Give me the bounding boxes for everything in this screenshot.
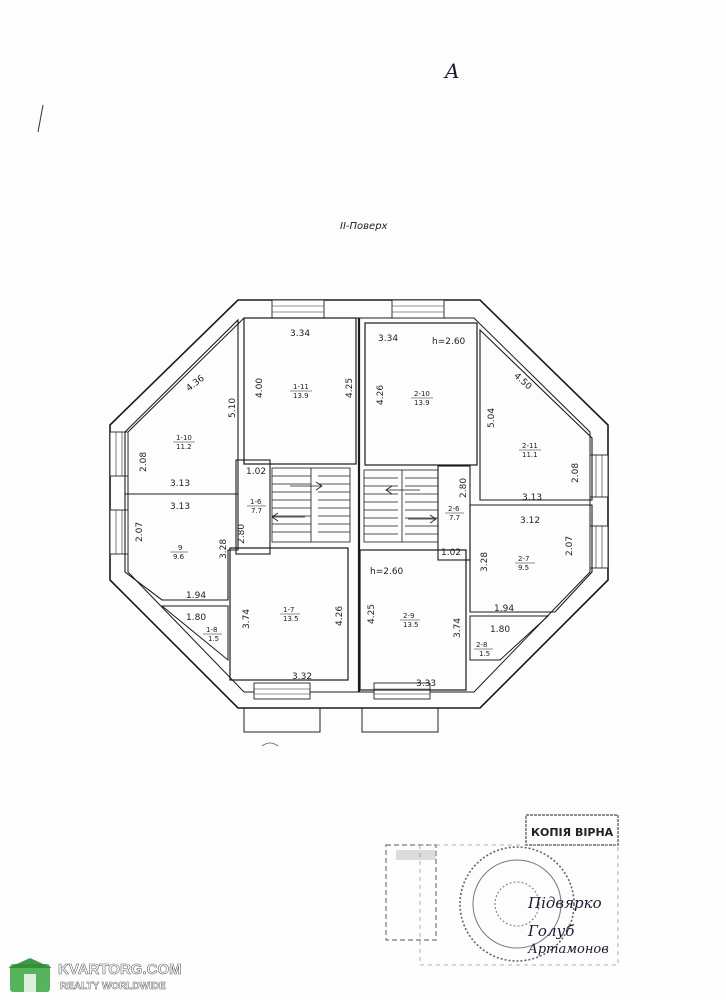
signature-line-1: Підвярко: [527, 894, 602, 912]
room-2-9: [359, 549, 467, 691]
room-9-label: 9: [178, 544, 182, 552]
dim-3-13-b: 3.13: [170, 502, 190, 512]
dim-3-13-c: 3.13: [522, 493, 542, 503]
dim-3-74-right: 3.74: [453, 618, 463, 638]
dim-4-25-bottom: 4.25: [367, 604, 377, 624]
room-9: [124, 493, 239, 601]
dim-5-10: 5.10: [228, 398, 238, 418]
dim-5-04: 5.04: [487, 408, 497, 428]
dim-2-80-right: 2.80: [459, 478, 469, 498]
dimension-labels: 3.34 3.34 h=2.60 4.36 4.50 5.10 4.00 4.2…: [135, 329, 581, 689]
room-1-11: [243, 317, 357, 465]
room-2-7-area: 9.5: [518, 564, 529, 572]
dim-1-80-left: 1.80: [186, 613, 206, 623]
dim-3-74-left: 3.74: [242, 609, 252, 629]
dim-3-32: 3.32: [292, 672, 312, 682]
room-2-8-label: 2-8: [476, 641, 487, 649]
round-seal: [459, 846, 575, 962]
stray-mark: [37, 104, 44, 133]
dim-3-13-a: 3.13: [170, 479, 190, 489]
room-1-7: [229, 547, 349, 681]
room-2-8: [469, 615, 550, 661]
room-9-area: 9.6: [173, 553, 185, 561]
room-2-10-area: 13.9: [414, 399, 430, 407]
signature: Підвярко Голуб Артамонов: [527, 894, 609, 957]
floor-label: II-Поверх: [340, 221, 388, 232]
dim-height-top: h=2.60: [432, 337, 466, 347]
room-2-9-area: 13.5: [403, 621, 419, 629]
copy-stamp-text: КОПІЯ ВІРНА: [531, 826, 614, 839]
dim-4-26-bottom: 4.26: [335, 606, 345, 626]
room-1-6-area: 7.7: [251, 507, 262, 515]
watermark-graphic: KVARTORG.COM REALTY WORLDWIDE: [8, 958, 182, 992]
room-2-10: [364, 322, 478, 466]
dim-3-28-right: 3.28: [480, 552, 490, 572]
room-1-10-label: 1-10: [176, 434, 192, 442]
room-1-6-label: 1-6: [250, 498, 262, 506]
room-1-7-area: 13.5: [283, 615, 299, 623]
room-2-10-label: 2-10: [414, 390, 430, 398]
sheet-mark: A: [443, 59, 459, 83]
stray-arc: [261, 742, 279, 747]
dim-2-80-left: 2.80: [237, 524, 247, 544]
dim-4-50: 4.50: [512, 371, 534, 392]
room-2-11-label: 2-11: [522, 442, 538, 450]
balcony-left: [243, 707, 321, 733]
dim-height-bottom: h=2.60: [370, 567, 404, 577]
dim-4-00: 4.00: [255, 378, 265, 398]
signature-line-3: Артамонов: [527, 942, 609, 957]
inner-wall: [127, 317, 591, 693]
dim-1-94-left: 1.94: [186, 591, 206, 601]
room-1-8-area: 1.5: [208, 635, 219, 643]
room-1-11-area: 13.9: [293, 392, 309, 400]
room-1-10-area: 11.2: [176, 443, 192, 451]
dim-3-12: 3.12: [520, 516, 540, 526]
dim-1-80-right: 1.80: [490, 625, 510, 635]
dim-4-26-top: 4.26: [376, 385, 386, 405]
balcony-right: [361, 707, 439, 733]
dim-3-34-right: 3.34: [378, 334, 398, 344]
dim-4-36: 4.36: [185, 373, 207, 393]
room-1-8: [160, 605, 229, 662]
dim-1-94-right: 1.94: [494, 604, 514, 614]
dim-3-28-left: 3.28: [219, 539, 229, 559]
room-2-7-label: 2-7: [518, 555, 529, 563]
room-2-6-area: 7.7: [449, 514, 460, 522]
room-2-6-label: 2-6: [448, 505, 460, 513]
room-2-7: [469, 504, 593, 613]
room-1-7-label: 1-7: [283, 606, 294, 614]
dim-2-08-right: 2.08: [571, 463, 581, 483]
dim-1-02-left: 1.02: [246, 467, 266, 477]
watermark-brand: KVARTORG.COM: [58, 961, 182, 978]
dim-1-02-right: 1.02: [441, 548, 461, 558]
watermark: KVARTORG.COM REALTY WORLDWIDE: [8, 958, 188, 994]
dim-4-25-top: 4.25: [345, 378, 355, 398]
room-labels: 1-11 13.9 2-10 13.9 1-10 11.2 2-11 11.1 …: [170, 383, 541, 658]
watermark-tagline: REALTY WORLDWIDE: [60, 981, 166, 992]
dim-2-08-left: 2.08: [139, 452, 149, 472]
staircase-left: [271, 467, 351, 543]
room-1-8-label: 1-8: [206, 626, 217, 634]
room-2-11-area: 11.1: [522, 451, 538, 459]
dim-3-34-left: 3.34: [290, 329, 310, 339]
room-1-6: [235, 459, 271, 555]
room-2-9-label: 2-9: [403, 612, 414, 620]
outer-wall: [109, 299, 609, 709]
staircase-right: [363, 469, 439, 543]
room-2-11: [479, 328, 593, 501]
room-2-8-area: 1.5: [479, 650, 490, 658]
dim-2-07-left: 2.07: [135, 522, 145, 542]
windows: [109, 299, 609, 700]
room-1-11-label: 1-11: [293, 383, 309, 391]
signature-line-2: Голуб: [527, 922, 575, 940]
dim-2-07-right: 2.07: [565, 536, 575, 556]
dim-3-33: 3.33: [416, 679, 436, 689]
stamp-area: КОПІЯ ВІРНА: [385, 814, 619, 966]
